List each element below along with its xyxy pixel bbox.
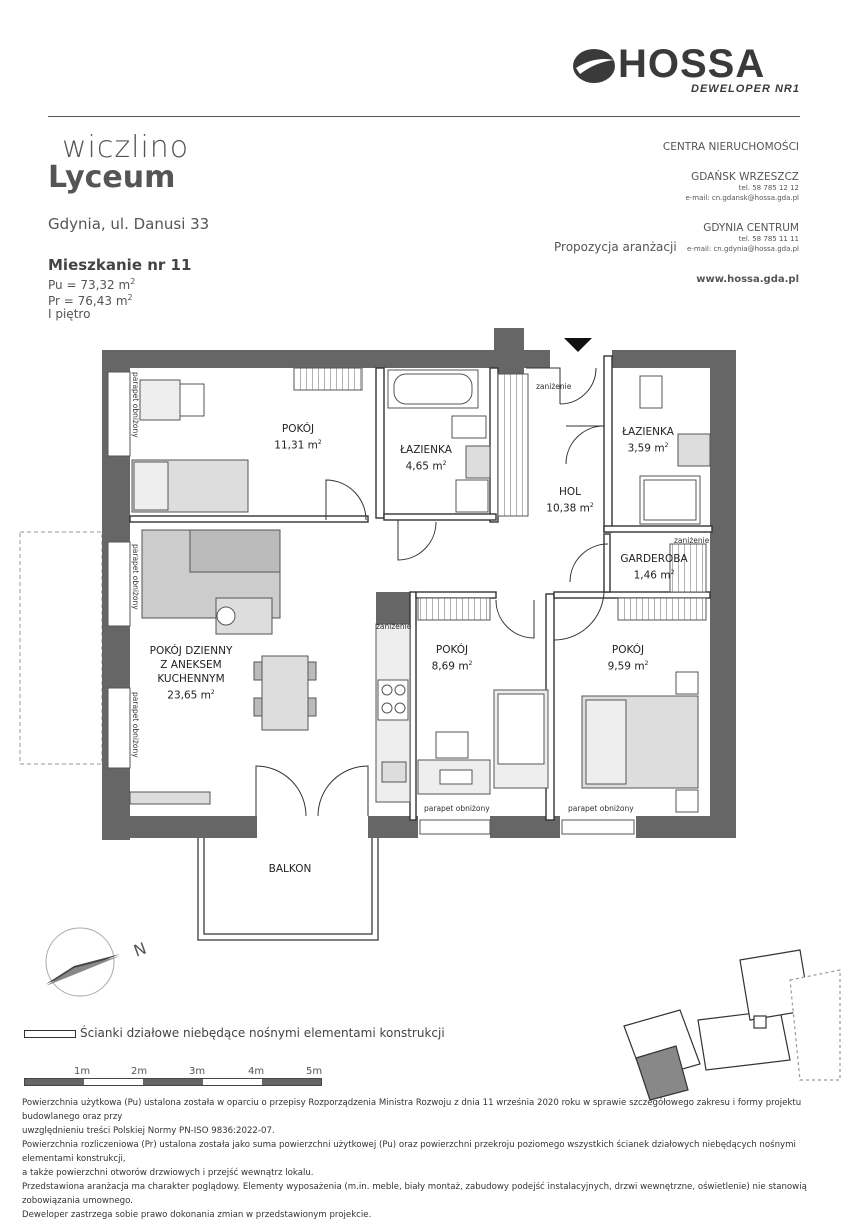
header-divider [48,116,800,117]
apartment-floor: I piętro [48,307,91,321]
hossa-logo-icon [573,49,615,83]
office-gdynia-email: e-mail: cn.gdynia@hossa.gda.pl [687,245,799,253]
compass-icon [45,927,120,997]
room-pokoj-2: POKÓJ 8,69 m2 [431,644,473,673]
wardrobe-1 [293,367,363,391]
toilet-2 [639,375,663,409]
garderoba-shelves [669,543,707,593]
offices-header: CENTRA NIERUCHOMOŚCI [662,141,799,153]
legend-swatch [24,1030,76,1038]
office-gdansk-email: e-mail: cn.gdansk@hossa.gda.pl [685,194,799,202]
room-garderoba: GARDEROBA 1,46 m2 [620,553,688,582]
site-location-map [623,949,841,1101]
sink-2 [677,433,711,467]
parapet-label-3: parapet obniżony [131,692,140,758]
dining-table [261,655,309,731]
balcony [197,838,379,941]
project-name-line2: Lyceum [48,160,176,195]
footnotes: Powierzchnia użytkowa (Pu) ustalona zost… [22,1096,832,1222]
interior-partitions [129,355,713,821]
scale-bar [24,1078,322,1086]
apartment-pr: Pr = 76,43 m2 [48,293,133,308]
zanizenie-label-1: zaniżenie [536,382,572,391]
parapet-label-5: parapet obniżony [568,804,634,813]
website-link[interactable]: www.hossa.gda.pl [696,274,799,285]
room-dzienny: POKÓJ DZIENNY Z ANEKSEM KUCHENNYM 23,65 … [149,645,233,702]
brand-name: HOSSA [618,42,766,86]
scale-label-4m: 4m [248,1066,265,1077]
furniture [129,367,711,813]
apartment-title: Mieszkanie nr 11 [48,256,192,274]
wardrobe-2 [417,597,491,621]
note-line-3: Powierzchnia rozliczeniowa (Pr) ustalona… [22,1140,796,1164]
zanizenie-label-2: zaniżenie [674,536,710,545]
project-name-line1: wiczlino [62,130,190,165]
room-pokoj-1: POKÓJ 11,31 m2 [274,423,322,452]
desk-1 [139,379,181,421]
sink-1 [465,445,491,479]
terrace-outline [19,531,103,765]
tv-stand [129,791,211,805]
floor-plan [19,328,841,1101]
legend-text: Ścianki działowe niebędące nośnymi eleme… [80,1026,445,1040]
scale-label-2m: 2m [131,1066,148,1077]
note-line-1: Powierzchnia użytkowa (Pu) ustalona zost… [22,1098,802,1122]
brand-tagline: DEWELOPER NR1 [691,83,800,95]
office-gdansk-tel: tel. 58 785 12 12 [738,184,799,192]
apartment-pu: Pu = 73,32 m2 [48,277,136,292]
office-gdynia-name: GDYNIA CENTRUM [703,222,799,234]
wardrobe-3 [617,597,707,621]
windows [107,371,635,835]
parapet-label-2: parapet obniżony [131,544,140,610]
office-gdynia-tel: tel. 58 785 11 11 [738,235,799,243]
wardrobe-hall [497,373,529,517]
brand-logo: HOSSA DEWELOPER NR1 [572,42,802,102]
scale-label-1m: 1m [74,1066,91,1077]
room-hol: HOL 10,38 m2 [546,486,594,515]
office-gdansk-name: GDAŃSK WRZESZCZ [691,171,799,183]
parapet-label-1: parapet obniżony [131,372,140,438]
note-line-5: Przedstawiona aranżacja ma charakter pog… [22,1182,807,1206]
entrance-arrow-icon [564,338,592,352]
parapet-label-4: parapet obniżony [424,804,490,813]
room-lazienka-1: ŁAZIENKA 4,65 m2 [400,444,452,473]
scale-label-5m: 5m [306,1066,323,1077]
proposal-label: Propozycja aranżacji [554,240,677,254]
washer-1 [455,479,489,513]
project-address: Gdynia, ul. Danusi 33 [48,215,210,233]
door-swings [255,367,609,817]
zanizenie-label-3: zaniżenie [376,622,412,631]
room-pokoj-3: POKÓJ 9,59 m2 [607,644,649,673]
room-lazienka-2: ŁAZIENKA 3,59 m2 [622,426,674,455]
note-line-2: uwzględnieniu treści Polskiej Normy PN-I… [22,1126,275,1136]
toilet-1 [451,415,487,439]
note-line-6: Deweloper zastrzega sobie prawo dokonani… [22,1210,372,1220]
room-balkon: BALKON [268,863,312,875]
scale-label-3m: 3m [189,1066,206,1077]
note-line-4: a także powierzchni otworów drzwiowych i… [22,1168,314,1178]
